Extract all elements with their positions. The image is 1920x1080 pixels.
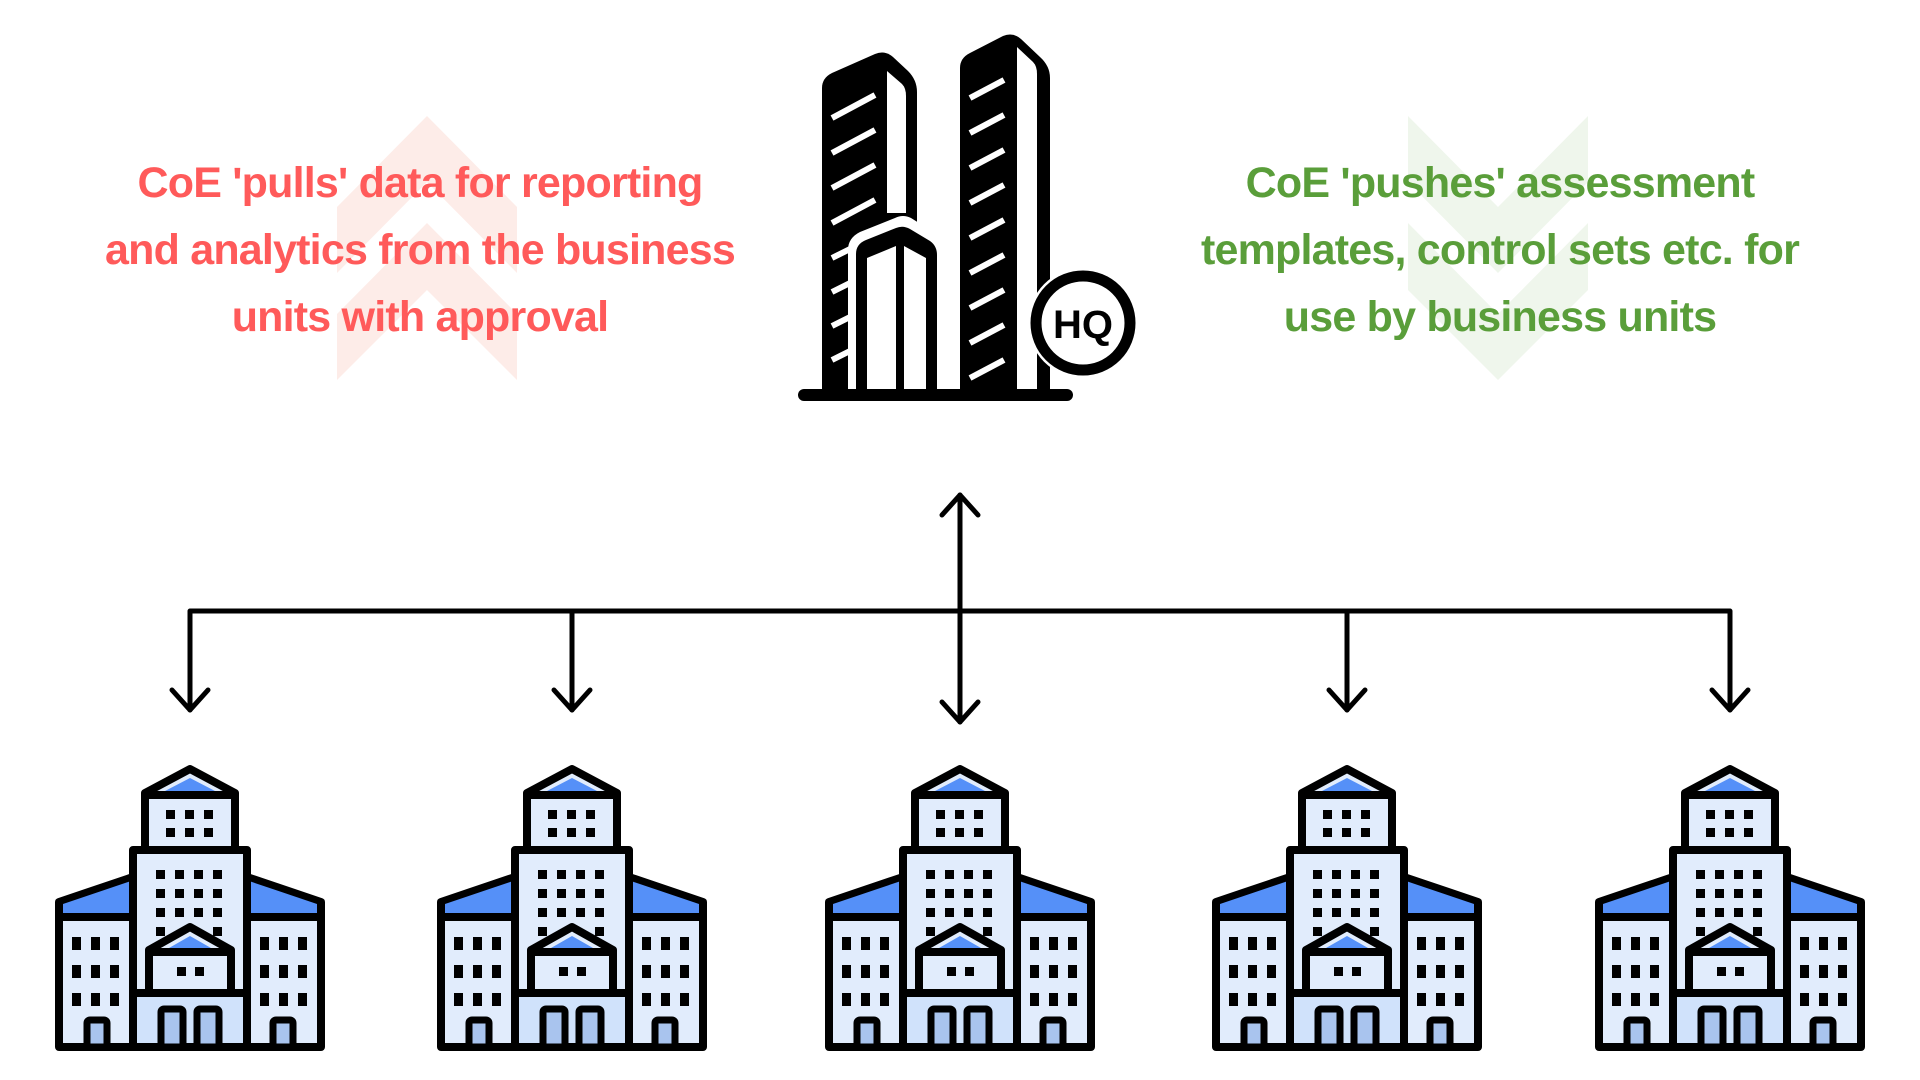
arrowhead-up-icon — [939, 492, 981, 518]
push-caption-line: use by business units — [1283, 293, 1717, 341]
pull-caption-line: CoE 'pulls' data for reporting — [137, 159, 703, 207]
business-unit-building-icon — [59, 769, 321, 1047]
business-unit-building-icon — [1216, 769, 1478, 1047]
hq-building-icon: HQ — [798, 34, 1138, 401]
pull-caption-line: units with approval — [231, 293, 609, 341]
arrowhead-down-icon — [1709, 687, 1751, 713]
arrowhead-down-icon — [1326, 687, 1368, 713]
arrowhead-down-icon — [939, 699, 981, 725]
connector-lines — [187, 492, 1733, 725]
pull-caption-line: and analytics from the business — [105, 226, 736, 274]
pull-up-arrow-icon — [337, 116, 517, 380]
push-caption: CoE 'pushes' assessment templates, contr… — [1140, 150, 1860, 351]
pull-caption: CoE 'pulls' data for reporting and analy… — [60, 150, 780, 351]
arrowhead-down-icon — [551, 687, 593, 713]
business-unit-building-icon — [441, 769, 703, 1047]
hq-badge: HQ — [1053, 303, 1113, 347]
push-down-arrow-icon — [1408, 116, 1588, 380]
push-caption-line: templates, control sets etc. for — [1200, 226, 1800, 274]
business-unit-building-icon — [829, 769, 1091, 1047]
push-caption-line: CoE 'pushes' assessment — [1245, 159, 1756, 207]
business-unit-building-icon — [1599, 769, 1861, 1047]
arrowhead-down-icon — [169, 687, 211, 713]
